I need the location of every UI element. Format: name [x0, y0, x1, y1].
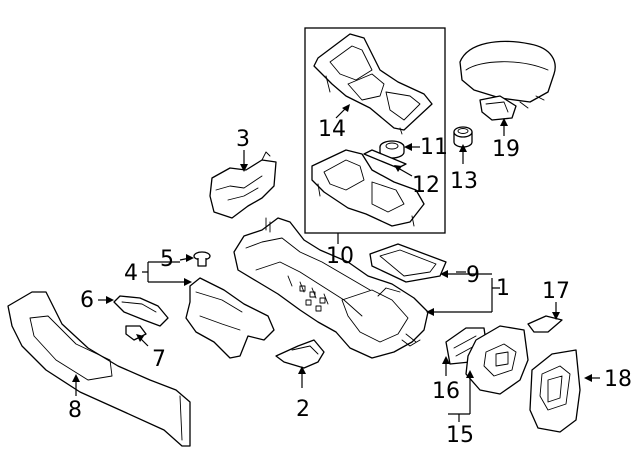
- part-13-cup-insert: [453, 126, 473, 148]
- group-frame-10: [304, 27, 446, 234]
- callout-8: 8: [68, 398, 82, 423]
- callout-19: 19: [492, 137, 520, 162]
- callout-14: 14: [318, 117, 346, 142]
- callout-9: 9: [466, 263, 480, 288]
- part-18-rear-panel: [529, 349, 581, 433]
- callout-13: 13: [450, 169, 478, 194]
- part-8-side-trim: [7, 291, 191, 447]
- part-17-pad: [527, 315, 563, 333]
- part-12-strip: [363, 149, 407, 169]
- part-5-clip: [193, 251, 211, 267]
- callout-2: 2: [296, 397, 310, 422]
- console-base: [233, 217, 429, 359]
- callout-11: 11: [420, 135, 448, 160]
- part-2-bracket: [275, 339, 325, 369]
- part-14-finish-panel: [313, 33, 433, 135]
- callout-16: 16: [432, 379, 460, 404]
- callout-12: 12: [412, 173, 440, 198]
- callout-4: 4: [124, 261, 138, 286]
- callout-10: 10: [326, 244, 354, 269]
- leaders: [72, 104, 600, 422]
- part-3-bracket: [209, 151, 277, 219]
- callout-3: 3: [236, 127, 250, 152]
- callout-1: 1: [496, 276, 510, 301]
- callout-7: 7: [152, 347, 166, 372]
- callout-5: 5: [160, 247, 174, 272]
- callout-6: 6: [80, 288, 94, 313]
- callout-15: 15: [446, 423, 474, 448]
- part-6-bracket: [113, 295, 169, 327]
- part-9-tray: [369, 243, 447, 283]
- callout-18: 18: [604, 367, 632, 392]
- part-19-armrest: [459, 40, 556, 121]
- callout-17: 17: [542, 279, 570, 304]
- part-4-side-panel: [185, 277, 275, 359]
- part-15-rear-bezel: [465, 325, 529, 395]
- part-10-bezel: [311, 149, 425, 227]
- part-7-clip: [125, 325, 147, 341]
